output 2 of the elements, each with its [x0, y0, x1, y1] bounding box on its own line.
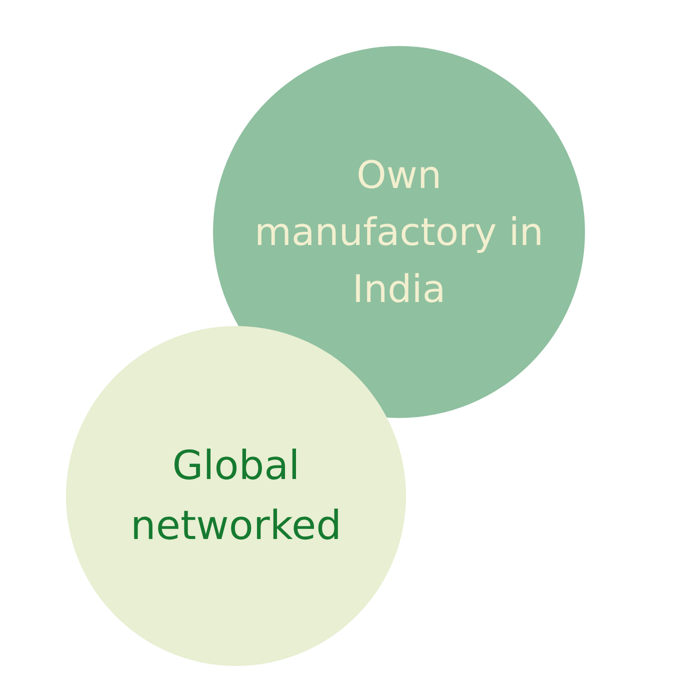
node-text: Global networked	[129, 442, 342, 551]
node-text: Own manufactory in India	[253, 152, 544, 312]
